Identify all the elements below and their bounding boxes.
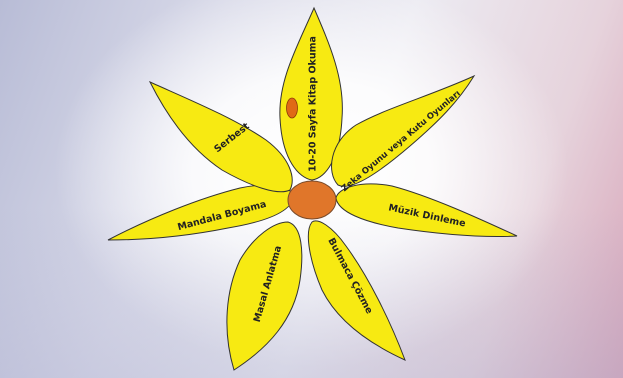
petal-label-reading: 10-20 Sayfa Kitap Okuma <box>308 36 319 172</box>
petal-free <box>150 82 292 192</box>
coin-icon <box>287 98 298 118</box>
flower-center <box>288 181 336 219</box>
